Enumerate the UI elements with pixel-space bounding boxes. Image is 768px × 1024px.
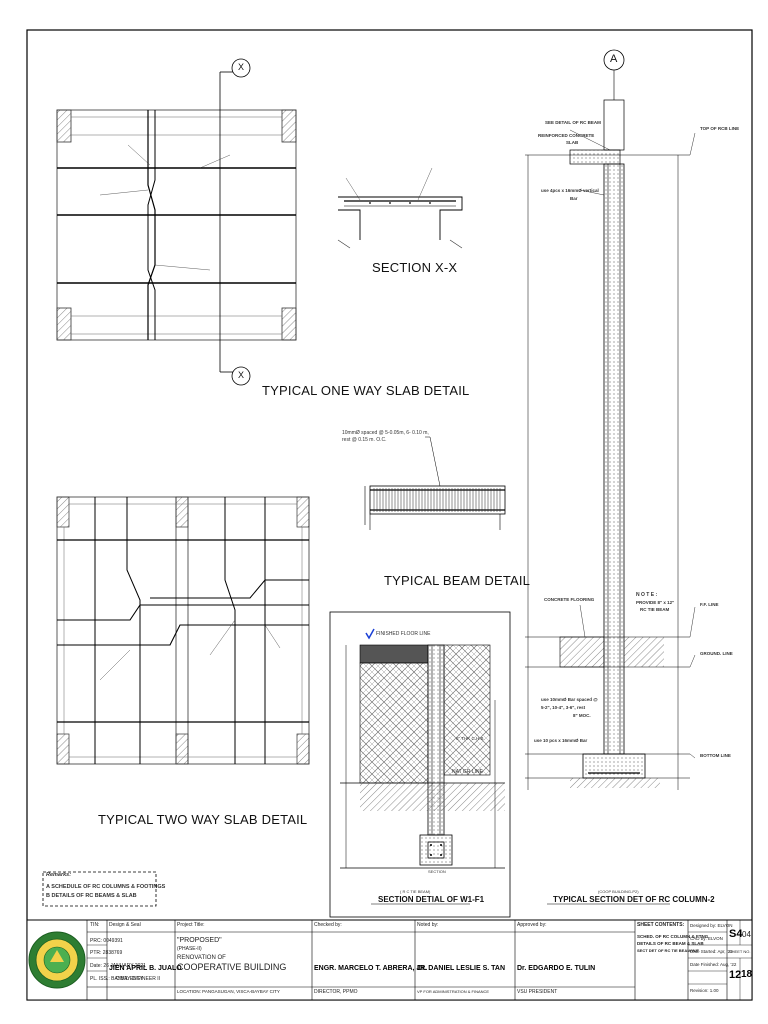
tb-cad-by: CAD by: ELVON	[690, 936, 723, 941]
beam-note-line1: 10mmØ spaced @ 5-0.05m, 6- 0.10 m,	[342, 430, 429, 436]
title-one-way-slab: TYPICAL ONE WAY SLAB DETAIL	[262, 383, 470, 398]
beam-detail-drawing	[364, 436, 506, 530]
tb-project-proposed: "PROPOSED"	[177, 937, 222, 944]
beam-note-line2: rest @ 0.15 m. O.C.	[342, 437, 387, 443]
tb-tin: TIN:	[90, 922, 100, 928]
tb-approved-label: Approved by:	[517, 922, 547, 928]
tb-designer: JIEN APRIL B. JUALO	[109, 965, 182, 972]
tb-sheet-total: 18	[741, 969, 753, 980]
tb-checked-label: Checked by:	[314, 922, 342, 928]
label-ties-line2: 5-2", 10-4", 3-6", rest	[541, 705, 586, 710]
label-finished-floor-line: FINISHED FLOOR LINE	[376, 631, 431, 637]
label-vertical-bars: use 4pcs x 16mmØ vertical	[541, 188, 599, 193]
section-w1f1-drawing	[329, 611, 511, 918]
marker-x-top-label: X	[238, 62, 245, 72]
label-slab-line1: REINFORCED CONCRETE	[538, 133, 595, 138]
tb-designer-role: CIVIL ENGINEER II	[116, 976, 160, 982]
tb-sheet-code: S4	[729, 928, 743, 940]
label-concrete-flooring: CONCRETE FLOORING	[544, 597, 595, 602]
label-main-bars: use 10 pcs x 16mmØ Bar	[534, 738, 588, 743]
tb-contents-label: SHEET CONTENTS:	[637, 922, 685, 928]
label-ground-line: GROUND. LINE	[700, 651, 733, 656]
tb-contents-b: DETAILS OF RC BEAM & SLAB	[637, 941, 704, 946]
tb-project-line2: COOPERATIVE BUILDING	[177, 962, 287, 972]
title-column-section: TYPICAL SECTION DET OF RC COLUMN-2	[553, 895, 715, 904]
tb-sheet-no-label: SHEET NO.	[729, 949, 751, 954]
section-marker-x-top	[231, 58, 251, 78]
subtitle-column-section: (COOP BUILDING-P2)	[598, 889, 639, 894]
label-vertical-bars-2: Bar	[570, 196, 578, 201]
tb-noted-label: Noted by:	[417, 922, 439, 928]
tb-revision: Revision: 1.00	[690, 988, 719, 993]
label-ff-line: F.F. LINE	[700, 602, 719, 607]
tb-sheet-no: 12	[729, 969, 742, 981]
label-ties-line3: 8" MOC.	[573, 713, 591, 718]
label-chb: 6" THK C.H.B.	[456, 736, 485, 741]
tb-project-line1: RENOVATION OF	[177, 955, 226, 961]
section-marker-x-bottom	[231, 366, 251, 386]
label-ties-line1: use 10mmØ Bar spaced @	[541, 697, 598, 702]
label-section: SECTION	[428, 869, 446, 874]
label-slab-line2: SLAB	[566, 140, 579, 145]
note-title: N O T E :	[636, 592, 658, 598]
note-line2: RC TIE BEAM	[640, 607, 670, 612]
marker-x-bottom-label: X	[238, 370, 245, 380]
tb-noter-role: VP FOR ADMINISTRATION & FINANCE	[417, 989, 490, 994]
title-section-w1f1: SECTION DETIAL OF W1-F1	[378, 895, 485, 904]
tb-prc: PRC: 0049391	[90, 938, 123, 944]
label-top-line: TOP OF RCB LINE	[700, 126, 740, 131]
note-line1: PROVIDE 8" x 12"	[636, 600, 675, 605]
tb-noter: Dr. DANIEL LESLIE S. TAN	[417, 965, 506, 972]
tb-approver-role: VSU PRESIDENT	[517, 989, 558, 995]
title-two-way-slab: TYPICAL TWO WAY SLAB DETAIL	[98, 812, 308, 827]
tb-ptr: PTR: 2838769	[90, 950, 123, 956]
tb-project-phase: (PHASE-II)	[177, 946, 202, 952]
label-see-detail: SEE DETAIL OF RC BEAM	[545, 120, 601, 125]
title-beam-detail: TYPICAL BEAM DETAIL	[384, 573, 531, 588]
tb-contents-a: SCHED. OF RC COLUMN & FTNG	[637, 934, 709, 939]
tb-project-label: Project Title:	[177, 922, 205, 928]
title-section-xx: SECTION X-X	[372, 260, 458, 275]
section-xx-drawing	[337, 167, 463, 249]
legend-item-a: A SCHEDULE OF RC COLUMNS & FOOTINGS	[46, 884, 166, 890]
tb-approver: Dr. EDGARDO E. TULIN	[517, 965, 596, 972]
tb-date-started: Date Started: Apr, '22	[690, 949, 733, 954]
tb-checker: ENGR. MARCELO T. ABRERA, JR.	[314, 965, 428, 972]
legend-item-b: B DETAILS OF RC BEAMS & SLAB	[46, 893, 137, 899]
two-way-slab-plan	[56, 496, 310, 765]
marker-a-label: A	[610, 53, 618, 65]
legend-title: Remarks:	[46, 872, 72, 878]
tb-checker-role: DIRECTOR, PPMO	[314, 989, 358, 995]
tb-contents-c: SECT DET OF RC TIE BEAM/W/F	[637, 948, 699, 953]
tb-date: Date: 26 JANUARY 2021	[90, 963, 146, 969]
tb-date-finished: Date Finished: Aug, '22	[690, 962, 737, 967]
tb-sheet-code-no: 04	[742, 930, 751, 939]
tb-design-label: Design & Seal	[109, 922, 141, 928]
university-seal-logo	[28, 931, 86, 989]
label-nat-gr-line: NAT GR LINE	[452, 769, 483, 775]
subtitle-section-w1f1: ( R C TIE BEAM)	[400, 889, 431, 894]
label-bottom-line: BOTTOM LINE	[700, 753, 731, 758]
tb-location: LOCATION: PANGASUGAN, VISCA-BAYBAY CITY	[177, 989, 280, 994]
tb-place: PL. ISS.: BAYBAY CITY	[90, 976, 144, 982]
title-block-frame	[26, 919, 753, 1001]
column-section-drawing	[525, 49, 696, 790]
tb-designed-by: Designed by: ELVON	[690, 923, 733, 928]
one-way-slab-plan	[56, 71, 297, 373]
